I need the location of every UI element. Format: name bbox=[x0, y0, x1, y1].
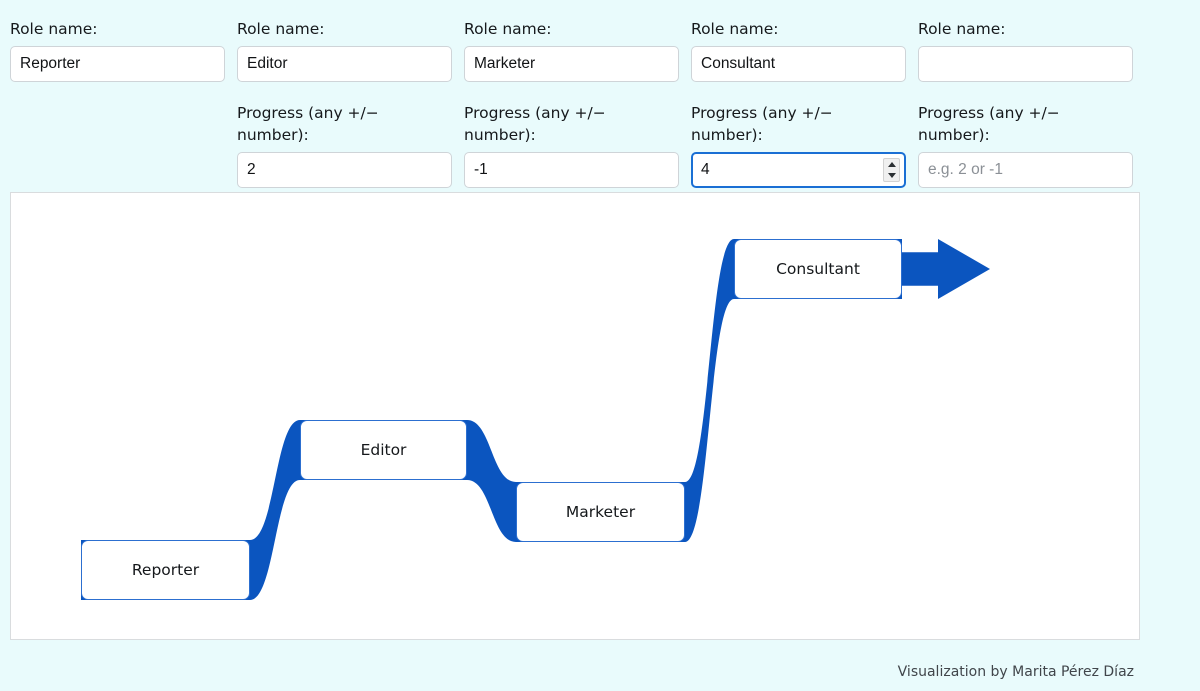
flow-node-label: Reporter bbox=[131, 561, 200, 579]
flow-node-label: Editor bbox=[360, 441, 407, 459]
role-name-label-4: Role name: bbox=[691, 20, 779, 38]
role-name-input-4[interactable] bbox=[691, 46, 906, 82]
flow-node-label: Consultant bbox=[776, 260, 860, 278]
progress-input-3[interactable] bbox=[464, 152, 679, 188]
progress-label-4: Progress (any +/− number): bbox=[691, 104, 833, 144]
flow-arrow-head-icon bbox=[902, 239, 990, 299]
progress-block-3: Progress (any +/− number): bbox=[464, 102, 679, 188]
flow-node-consultant: Consultant bbox=[734, 239, 902, 299]
role-name-input-5[interactable] bbox=[918, 46, 1133, 82]
progress-input-wrap-3 bbox=[464, 152, 679, 188]
progress-block-2: Progress (any +/− number): bbox=[237, 102, 452, 188]
role-name-label-1: Role name: bbox=[10, 20, 98, 38]
progress-label-5: Progress (any +/− number): bbox=[918, 104, 1060, 144]
flow-node-marketer: Marketer bbox=[516, 482, 685, 542]
role-name-input-3[interactable] bbox=[464, 46, 679, 82]
progress-block-4: Progress (any +/− number): bbox=[691, 102, 906, 188]
progress-label-2: Progress (any +/− number): bbox=[237, 104, 379, 144]
progress-label-3: Progress (any +/− number): bbox=[464, 104, 606, 144]
ribbon-band bbox=[81, 239, 902, 600]
progress-input-2[interactable] bbox=[237, 152, 452, 188]
role-name-input-1[interactable] bbox=[10, 46, 225, 82]
progress-input-wrap-2 bbox=[237, 152, 452, 188]
controls-panel: Role name: Role name: Progress (any +/− … bbox=[0, 0, 1200, 188]
role-column-3: Role name: Progress (any +/− number): bbox=[464, 18, 691, 188]
progress-spinner-4[interactable] bbox=[883, 158, 900, 182]
role-column-1: Role name: bbox=[10, 18, 237, 180]
flow-node-editor: Editor bbox=[300, 420, 467, 480]
spinner-up-icon[interactable] bbox=[887, 162, 896, 167]
visualization-credit: Visualization by Marita Pérez Díaz bbox=[897, 664, 1134, 680]
flow-ribbon-svg bbox=[81, 239, 990, 600]
role-column-4: Role name: Progress (any +/− number): bbox=[691, 18, 918, 188]
progress-input-wrap-4 bbox=[691, 152, 906, 188]
progress-input-wrap-5 bbox=[918, 152, 1133, 188]
progress-spacer-1 bbox=[10, 82, 225, 180]
role-name-label-5: Role name: bbox=[918, 20, 1006, 38]
role-name-label-2: Role name: bbox=[237, 20, 325, 38]
role-name-input-2[interactable] bbox=[237, 46, 452, 82]
role-name-label-3: Role name: bbox=[464, 20, 552, 38]
progress-input-5[interactable] bbox=[918, 152, 1133, 188]
role-column-5: Role name: Progress (any +/− number): bbox=[918, 18, 1145, 188]
progress-input-4[interactable] bbox=[691, 152, 906, 188]
role-column-2: Role name: Progress (any +/− number): bbox=[237, 18, 464, 188]
progress-block-5: Progress (any +/− number): bbox=[918, 102, 1133, 188]
flow-node-label: Marketer bbox=[565, 503, 636, 521]
flow-node-reporter: Reporter bbox=[81, 540, 250, 600]
spinner-down-icon[interactable] bbox=[887, 173, 896, 178]
